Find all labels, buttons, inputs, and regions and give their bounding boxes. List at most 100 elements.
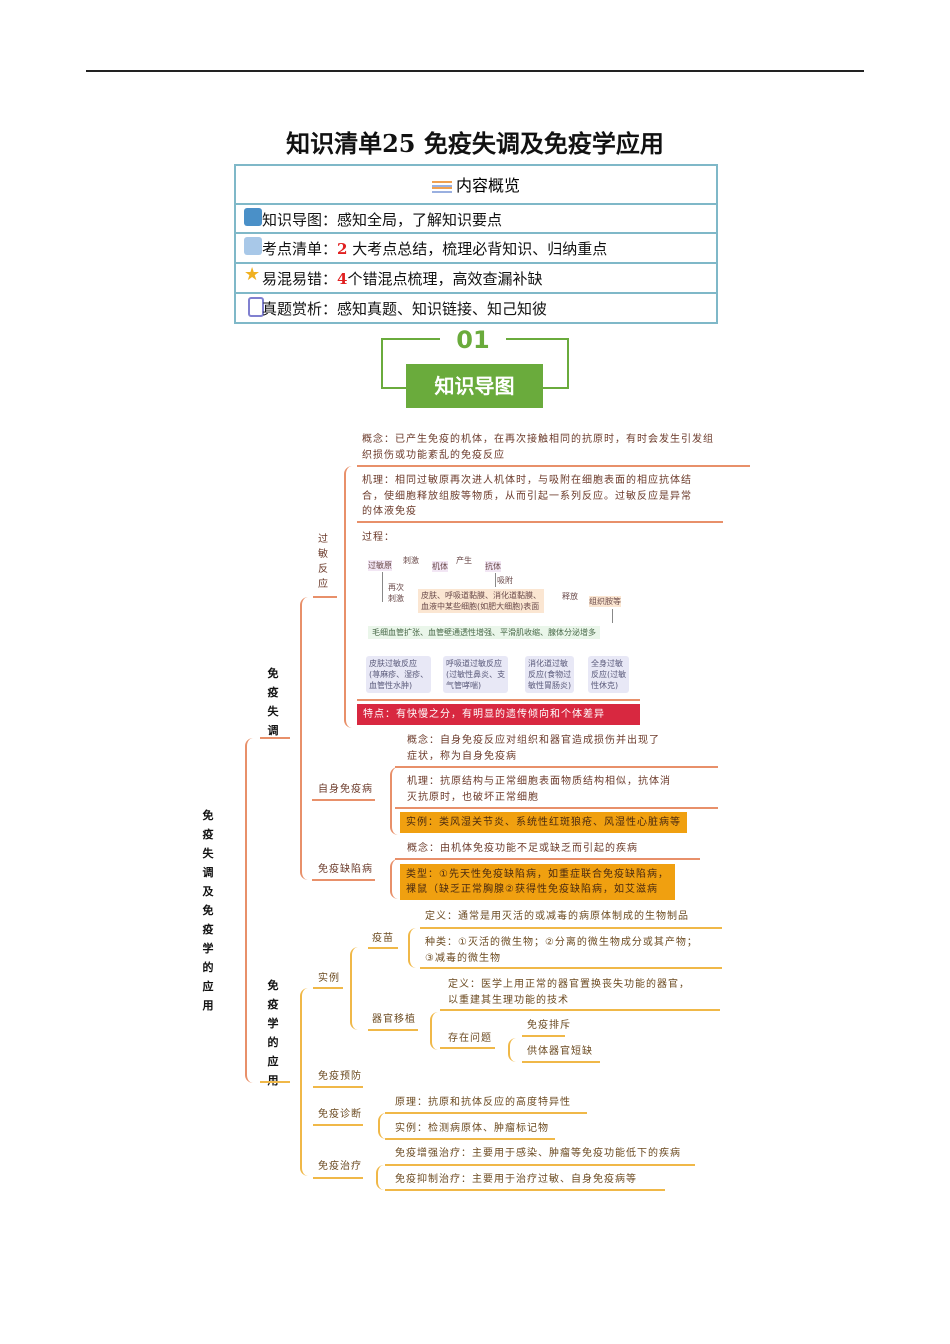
diagnosis-principle: 原理：抗原和抗体反应的高度特异性 [395,1097,571,1108]
section-title: 知识导图 [406,364,543,408]
flow-histamine: 组织胺等 [589,596,621,607]
overview-title: 内容概览 [455,176,520,195]
underline [385,1189,665,1191]
row-count: 4 [337,270,348,288]
vaccine-definition: 定义：通常是用灭活的或减毒的病原体制成的生物制品 [425,911,689,922]
row-text: 大考点总结，梳理必背知识、归纳重点 [352,240,608,258]
transplant-node: 器官移植 [372,1014,416,1025]
underline [440,1009,720,1011]
immunodeficiency-concept: 概念：由机体免疫功能不足或缺乏而引起的疾病 [407,843,638,854]
overview-header: 内容概览 [236,172,716,196]
therapy-enhance: 免疫增强治疗：主要用于感染、肿瘤等免疫功能低下的疾病 [395,1148,681,1159]
autoimmune-mechanism: 机理：抗原结构与正常细胞表面物质结构相似，抗体消灭抗原时，也破坏正常细胞 [407,776,671,803]
root-node: 免疫失调及免疫学的应用 [201,806,215,1015]
flow-body: 机体 [432,561,448,572]
immunodeficiency-node: 免疫缺陷病 [318,864,373,875]
autoimmune-example: 实例：类风湿关节炎、系统性红斑狼疮、风湿性心脏病等 [400,812,687,833]
problems-brace [508,1038,518,1062]
underline [395,858,700,860]
autoimmune-concept: 概念：自身免疫反应对组织和器官造成损伤并出现了症状，称为自身免疫病 [407,735,660,762]
autoimmune-brace [390,767,400,835]
underline [440,1047,495,1049]
overview-row: 真题赏析：感知真题、知识链接、知己知彼 [236,292,716,322]
disorder-underline [260,737,290,739]
flow-arrow [495,573,496,587]
prevention-node: 免疫预防 [318,1071,362,1082]
row-text: 个错混点梳理，高效查漏补缺 [347,270,543,288]
allergy-feature: 特点：有快慢之分，有明显的遗传倾向和个体差异 [357,704,640,725]
vaccine-kinds: 种类：①灭活的微生物；②分离的微生物成分或其产物；③减毒的微生物 [425,937,698,964]
examples-node: 实例 [318,973,340,984]
header-rule [86,70,864,72]
underline [313,1124,363,1126]
process-label: 过程： [362,532,395,543]
disorder-node: 免疫失调 [266,664,280,740]
flow-surface: 皮肤、呼吸道黏膜、消化道黏膜、血液中某些细胞(如肥大细胞)表面 [418,589,544,613]
underline [395,807,718,809]
underline [357,465,750,467]
disorder-label: 免疫失调 [267,667,279,737]
flow-produce: 产生 [456,556,472,565]
allergy-label: 过敏反应 [318,534,328,590]
root-brace [245,738,255,1083]
root-label: 免疫失调及免疫学的应用 [202,809,214,1012]
row-text: 感知全局，了解知识要点 [337,211,503,229]
flow-allergen: 过敏原 [368,560,392,571]
row-count: 2 [337,240,348,258]
underline [312,799,375,801]
therapy-node: 免疫治疗 [318,1161,362,1172]
overview-row: 知识导图：感知全局，了解知识要点 [236,203,716,233]
underline [313,987,343,989]
allergy-type-box: 皮肤过敏反应(荨麻疹、湿疹、血管性水肿) [366,656,432,693]
diagnosis-node: 免疫诊断 [318,1109,362,1120]
book-icon [244,237,262,255]
underline [357,699,640,701]
underline [313,1086,363,1088]
vaccine-node: 疫苗 [372,933,394,944]
map-icon [244,208,262,226]
underline [368,1029,418,1031]
underline [260,1081,290,1083]
immunodeficiency-brace [390,859,400,899]
row-label: 真题赏析： [262,300,338,318]
flow-restimulate: 再次刺激 [388,583,404,603]
flow-arrow [382,572,383,602]
section-number: 01 [440,326,506,354]
allergy-brace [344,466,354,728]
allergy-type-box: 全身过敏反应(过敏性休克) [588,656,630,693]
therapy-suppress: 免疫抑制治疗：主要用于治疗过敏、自身免疫病等 [395,1174,637,1185]
underline [395,766,718,768]
allergy-concept: 概念：已产生免疫的机体，在再次接触相同的抗原时，有时会发生引发组织损伤或功能紊乱… [362,434,714,461]
row-label: 易混易错： [262,270,338,288]
row-label: 知识导图： [262,211,338,229]
problem-item: 免疫排斥 [527,1020,571,1031]
underline [522,1061,600,1063]
transplant-definition: 定义：医学上用正常的器官置换丧失功能的器官，以重建其生理功能的技术 [448,979,690,1006]
vaccine-brace [408,928,418,968]
diagnosis-brace [378,1113,388,1139]
application-label: 免疫学的应用 [267,979,279,1087]
underline [420,967,722,969]
diagnosis-example: 实例：检测病原体、肿瘤标记物 [395,1123,549,1134]
row-label: 考点清单： [262,240,338,258]
allergy-node: 过敏反应 [317,532,329,592]
transplant-brace [430,1012,440,1050]
problems-node: 存在问题 [448,1033,492,1044]
page-title: 知识清单25 免疫失调及免疫学应用 [286,129,664,158]
flow-adsorb: 吸附 [497,576,513,585]
underline [313,1177,363,1179]
allergy-type-box: 消化道过敏反应(食物过敏性胃肠炎) [525,656,575,693]
problem-item: 供体器官短缺 [527,1046,593,1057]
application-brace [300,988,310,1176]
overview-row: ★ 易混易错：4个错混点梳理，高效查漏补缺 [236,262,716,293]
disorder-brace [300,597,310,880]
underline [522,1035,565,1037]
underline [368,947,398,949]
checklist-icon [248,297,264,317]
flow-stimulate: 刺激 [403,556,419,565]
underline [312,879,375,881]
underline [357,521,723,523]
row-text: 感知真题、知识链接、知己知彼 [337,300,548,318]
overview-table: 内容概览 知识导图：感知全局，了解知识要点 考点清单：2 大考点总结，梳理必背知… [234,164,718,324]
